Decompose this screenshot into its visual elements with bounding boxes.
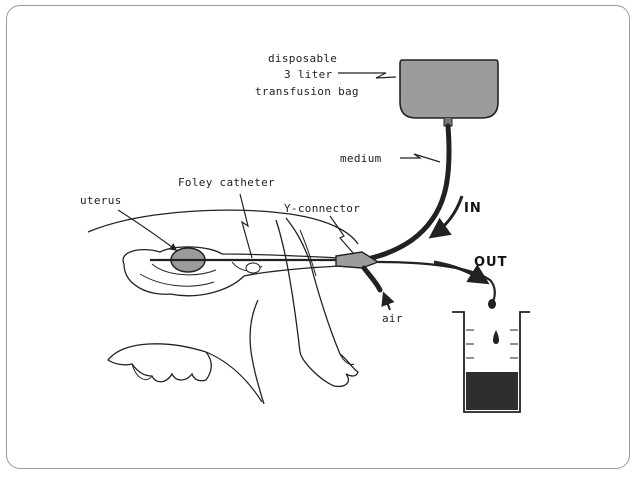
out-label: OUT (474, 255, 507, 270)
collection-cylinder (452, 311, 530, 413)
air-tube (361, 265, 383, 293)
transfusion-bag (399, 59, 499, 127)
bag-label-line2: 3 liter (284, 68, 333, 81)
y-connector-label: Y-connector (284, 202, 360, 215)
bag-label-line3: transfusion bag (255, 85, 359, 98)
y-connector-label-line (329, 215, 355, 255)
medium-label: medium (340, 152, 382, 165)
uterus-label-line (117, 209, 178, 251)
slide-frame (6, 5, 630, 469)
bag-label-line1: disposable (268, 52, 337, 65)
bag-label-arrow (338, 72, 397, 79)
y-connector (335, 251, 380, 269)
foley-label-line (239, 193, 253, 259)
medium-label-arrow (400, 153, 441, 163)
cow-udder (107, 343, 212, 383)
out-flow-arrow (433, 260, 490, 285)
air-label: air (382, 312, 403, 325)
in-flow-arrow (428, 195, 464, 239)
medium-tube (353, 123, 452, 265)
air-arrow (381, 291, 395, 311)
cow-hind-leg (249, 299, 265, 405)
foley-catheter-label: Foley catheter (178, 176, 275, 189)
in-label: IN (464, 201, 482, 216)
uterus-label: uterus (80, 194, 122, 207)
cow-back-outline (87, 209, 359, 245)
operator-arm (275, 217, 359, 388)
